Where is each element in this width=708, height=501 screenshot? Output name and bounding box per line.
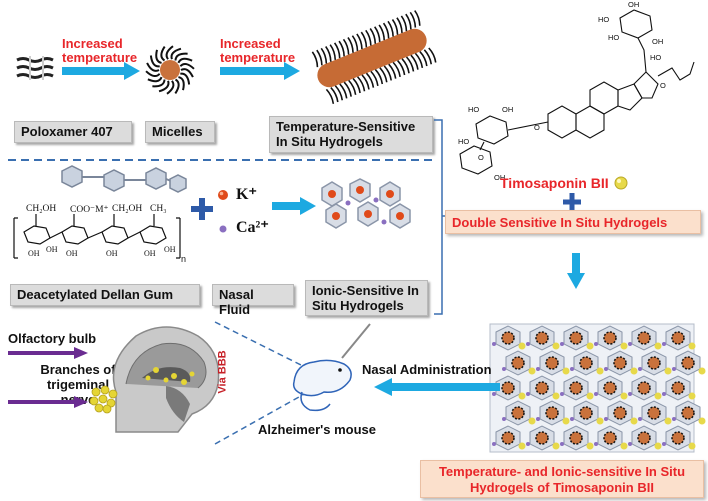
svg-text:HO: HO	[650, 53, 661, 62]
plus-icon-middle	[191, 198, 213, 220]
micelle-icon	[145, 45, 195, 95]
potassium-label: K⁺	[236, 186, 257, 203]
svg-text:OH: OH	[106, 249, 118, 258]
svg-text:OH: OH	[46, 245, 58, 254]
svg-text:HO: HO	[468, 105, 479, 114]
alzheimer-mouse-label: Alzheimer's mouse	[258, 422, 376, 437]
svg-text:OH: OH	[494, 173, 505, 182]
svg-text:O: O	[534, 123, 540, 132]
trigeminal-cluster-icon	[89, 385, 118, 414]
blue-arrow-3	[272, 197, 316, 215]
svg-text:OH: OH	[652, 37, 663, 46]
calcium-ion-icon	[219, 225, 227, 233]
dashed-separator	[8, 159, 436, 161]
timosaponin-ball-icon	[614, 176, 628, 190]
nasal-administration-label: Nasal Administration	[362, 362, 492, 377]
potassium-ion-icon	[218, 190, 228, 200]
ionic-gel-network-icon	[321, 178, 411, 229]
subscript-n: n	[181, 254, 187, 264]
svg-text:OH: OH	[628, 0, 639, 9]
calcium-label: Ca²⁺	[236, 219, 269, 236]
timosaponin-label: Timosaponin BII	[500, 175, 609, 191]
ionic-hydrogels-label: Ionic-Sensitive In Situ Hydrogels	[305, 280, 428, 316]
group-coo: COO⁻M⁺	[70, 205, 109, 215]
brain-sagittal-icon	[112, 326, 220, 433]
mouse-icon	[292, 323, 371, 412]
svg-text:HO: HO	[598, 15, 609, 24]
svg-text:OH: OH	[164, 245, 176, 254]
svg-text:OH: OH	[144, 249, 156, 258]
blue-arrow-left	[374, 378, 500, 396]
down-arrow	[567, 253, 585, 289]
purple-arrow-1	[8, 347, 88, 359]
svg-text:OH: OH	[28, 249, 40, 258]
increased-temperature-label-1: Increased temperature	[62, 36, 138, 65]
poloxamer-chains-icon	[16, 56, 54, 80]
svg-text:OH: OH	[502, 105, 513, 114]
group-ch3: CH₃	[150, 204, 167, 214]
nasal-fluid-label: Nasal Fluid	[212, 284, 294, 317]
trigeminal-nerve-label: Branches of trigeminal nerve	[40, 362, 116, 407]
svg-text:HO: HO	[608, 33, 619, 42]
svg-text:OH: OH	[66, 249, 78, 258]
polysaccharide-structure: OH OH OH OH OH OH	[13, 214, 181, 259]
final-hydrogel-label: Temperature- and Ionic-sensitive In Situ…	[420, 460, 704, 498]
micelles-label: Micelles	[145, 121, 215, 143]
blue-arrow-1	[62, 62, 140, 80]
blue-arrow-2	[220, 62, 300, 80]
double-sensitive-label: Double Sensitive In Situ Hydrogels	[445, 210, 701, 234]
plus-icon-right	[563, 193, 581, 211]
purple-arrow-2	[8, 396, 88, 408]
group-ch2oh-1: CH₂OH	[26, 204, 57, 214]
olfactory-bulb-label: Olfactory bulb	[8, 331, 97, 346]
dellan-gum-label: Deacetylated Dellan Gum	[10, 284, 200, 306]
increased-temperature-label-2: Increased temperature	[220, 36, 296, 65]
temperature-hydrogels-label: Temperature-Sensitive In Situ Hydrogels	[269, 116, 433, 153]
worm-micelle-icon	[311, 10, 437, 104]
poloxamer-label: Poloxamer 407	[14, 121, 132, 143]
dellan-molecule-icon	[61, 165, 187, 193]
group-ch2oh-2: CH₂OH	[112, 204, 143, 214]
svg-text:HO: HO	[458, 137, 469, 146]
svg-text:O: O	[660, 81, 666, 90]
final-hydrogel-lattice	[489, 323, 706, 453]
svg-text:O: O	[478, 153, 484, 162]
